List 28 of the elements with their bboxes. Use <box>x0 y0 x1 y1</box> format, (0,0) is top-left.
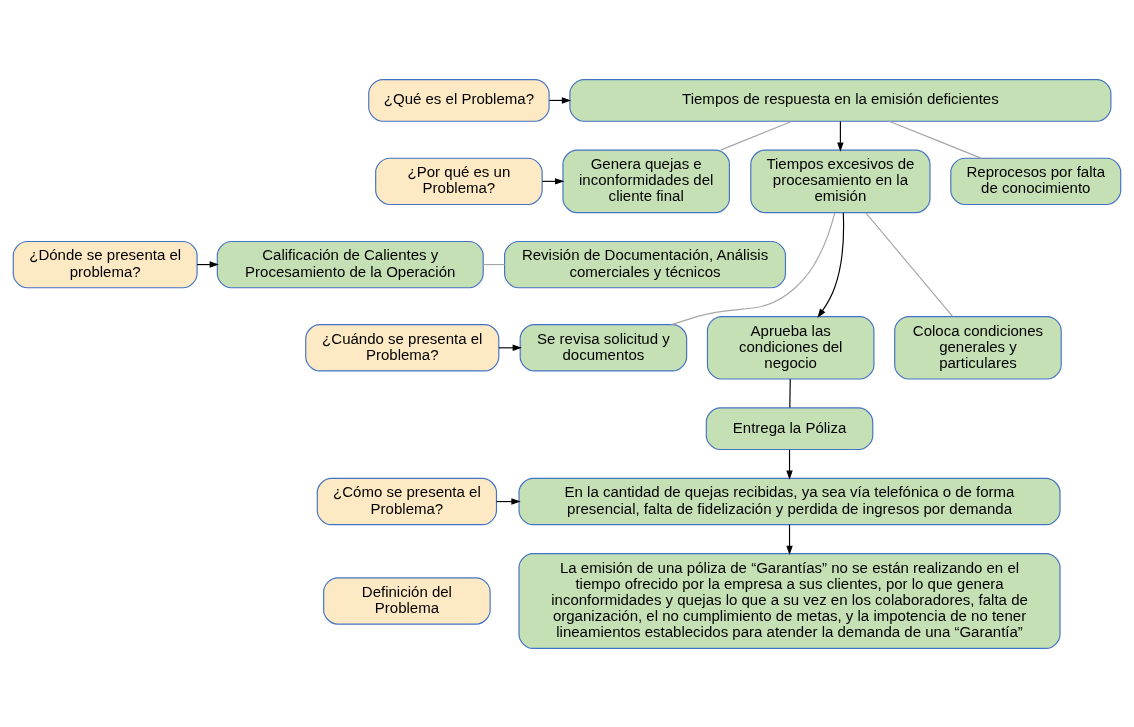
arrow <box>837 120 844 152</box>
node-box: Tiempos excesivos de procesamiento en la emisión <box>750 149 931 213</box>
node-box: Revisión de Documentación, Análisis comerciales y técnicos <box>504 240 787 288</box>
node-box: ¿Por qué es un Problema? <box>375 157 543 205</box>
arrow <box>786 448 793 480</box>
node-box: ¿Qué es el Problema? <box>368 78 550 122</box>
connector <box>482 263 505 265</box>
node-box: ¿Cuándo se presenta el Problema? <box>305 323 500 371</box>
arrow <box>786 523 793 555</box>
node-box: En la cantidad de quejas recibidas, ya sea vía telefónica o de forma presencial, falta de fidelización y perdida de ingresos por demanda <box>518 477 1061 525</box>
node-box: Definición del Problema <box>323 576 491 625</box>
node-box: Reprocesos por falta de conocimiento <box>950 157 1122 205</box>
connector <box>865 211 953 317</box>
node-box: ¿Dónde se presenta el problema? <box>12 240 198 288</box>
connector <box>670 211 836 325</box>
node-box: Tiempos de respuesta en la emisión deficientes <box>569 78 1112 122</box>
connector <box>719 120 792 151</box>
node-box: Se revisa solicitud y documentos <box>519 323 688 371</box>
arrow <box>817 211 845 318</box>
node-box: Aprueba las condiciones del negocio <box>706 315 875 380</box>
node-box: Coloca condiciones generales y particulares <box>894 315 1062 380</box>
node-box: Calificación de Calientes y Procesamiento de la Operación <box>216 240 484 288</box>
connector <box>789 378 791 408</box>
connector <box>889 120 982 159</box>
node-box: ¿Cómo se presenta el Problema? <box>316 477 498 525</box>
node-box: Genera quejas e inconformidades del cliente final <box>562 149 730 213</box>
node-box: La emisión de una póliza de “Garantías” no se están realizando en el tiempo ofrecido por la empresa a sus clientes, por lo que genera inconformidades y quejas lo que a su vez en los colaboradores, falta de organización, el no cumplimiento de metas, y la impotencia de no tener lineamientos establecidos para atender la demanda de una “Garantía” <box>518 552 1061 649</box>
node-box: Entrega la Póliza <box>705 406 874 450</box>
